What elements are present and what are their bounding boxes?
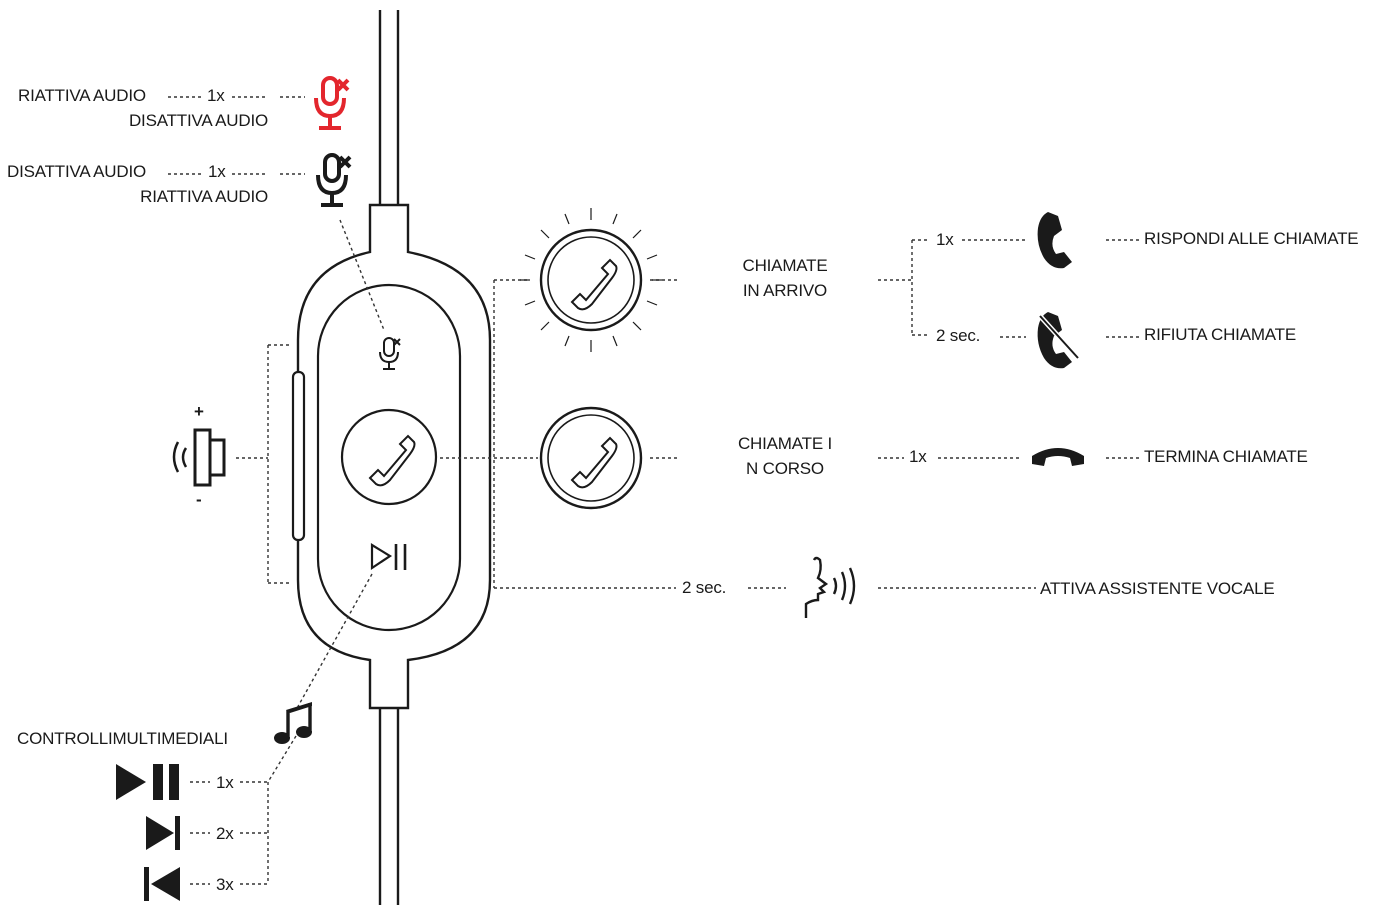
play-pause-icon [116, 764, 179, 800]
music-note-icon [274, 702, 312, 744]
ongoing-call-button-icon [539, 406, 643, 510]
end-calls-label: TERMINA CHIAMATE [1144, 447, 1308, 466]
previous-track-count: 3x [216, 875, 234, 894]
hang-up-icon [1032, 448, 1084, 466]
mute-count: 1x [208, 162, 226, 181]
volume-connectors [236, 344, 292, 584]
voice-assistant-label: ATTIVA ASSISTENTE VOCALE [1040, 579, 1275, 598]
play-pause-count: 1x [216, 773, 234, 792]
end-count: 1x [909, 447, 927, 466]
next-track-icon [146, 816, 180, 850]
mic-muted-icon [316, 153, 352, 207]
call-connectors [440, 239, 1140, 589]
mic-muted-icon [314, 76, 350, 130]
unmute-label: RIATTIVA AUDIO [18, 86, 146, 105]
cable [378, 10, 400, 905]
mute-label: DISATTIVA AUDIO [7, 162, 147, 181]
answer-calls-label: RISPONDI ALLE CHIAMATE [1144, 229, 1359, 248]
volume-up-label: + [194, 402, 204, 421]
remote-play-pause-icon[interactable] [370, 543, 407, 571]
remote-call-button[interactable] [340, 408, 438, 506]
media-controls-title: CONTROLLIMULTIMEDIALI [17, 729, 228, 748]
reject-count: 2 sec. [936, 326, 981, 345]
phone-icon [1037, 212, 1072, 269]
ongoing-calls-label: CHIAMATE I N CORSO [720, 434, 850, 479]
previous-track-icon [144, 867, 180, 901]
incoming-calls-line1: CHIAMATE [742, 256, 828, 275]
unmute-count: 1x [207, 86, 225, 105]
incoming-calls-line2: IN ARRIVO [742, 281, 828, 300]
phone-blocked-icon [1037, 312, 1080, 369]
ongoing-calls-line1: CHIAMATE I [737, 434, 833, 453]
reject-calls-label: RIFIUTA CHIAMATE [1144, 325, 1297, 344]
speaker-icon [172, 428, 226, 487]
assistant-count: 2 sec. [682, 578, 727, 597]
incoming-calls-label: CHIAMATE IN ARRIVO [720, 256, 850, 301]
mute-label-secondary: DISATTIVA AUDIO [128, 111, 268, 130]
mute-connectors [168, 96, 385, 331]
volume-down-label: - [196, 490, 202, 509]
next-track-count: 2x [216, 824, 234, 843]
media-connectors [190, 573, 373, 885]
incoming-call-button-icon [520, 208, 662, 352]
answer-count: 1x [936, 230, 954, 249]
voice-assistant-icon [804, 556, 856, 618]
ongoing-calls-line2: N CORSO [746, 459, 824, 478]
unmute-label-secondary: RIATTIVA AUDIO [140, 187, 268, 206]
remote-mute-icon[interactable] [379, 337, 401, 370]
